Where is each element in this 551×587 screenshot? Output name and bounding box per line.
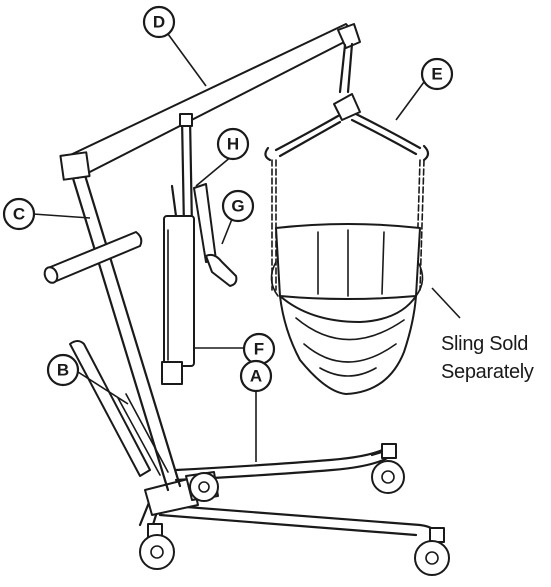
callout-f: F (242, 332, 276, 366)
hydraulic-pump (161, 113, 195, 385)
note-line-1: Sling Sold (441, 333, 529, 355)
leader-lines (32, 33, 461, 462)
sling-sold-separately-note: Sling Sold Separately (441, 330, 534, 386)
callout-g: G (221, 189, 255, 223)
sling-fabric (270, 223, 424, 395)
leader-d (167, 33, 207, 87)
leader-c (32, 213, 91, 219)
callout-c: C (2, 197, 36, 231)
callout-c-letter: C (13, 205, 25, 224)
callout-g-letter: G (231, 197, 244, 216)
base-adjust-handle (69, 340, 169, 477)
caster-front-right (371, 443, 405, 494)
leader-b (77, 371, 129, 405)
pump-handle (193, 183, 238, 287)
caster-rear-right (414, 527, 450, 576)
mast (43, 170, 182, 492)
leader-sling-note (431, 287, 461, 319)
leader-e (395, 81, 425, 121)
callout-d-letter: D (153, 13, 165, 32)
callout-b-letter: B (57, 361, 69, 380)
caster-front-left (139, 523, 175, 570)
sling-hanger (264, 93, 430, 162)
callout-f-letter: F (254, 340, 264, 359)
leader-h (195, 155, 233, 187)
boom (59, 23, 361, 181)
callout-e: E (420, 57, 454, 91)
caster-rear-left (189, 472, 219, 502)
callout-e-letter: E (431, 65, 442, 84)
note-line-2: Separately (441, 361, 534, 383)
callout-a-letter: A (250, 367, 262, 386)
caster-wheels (139, 443, 450, 576)
callout-h: H (216, 127, 250, 161)
callout-h-letter: H (227, 135, 239, 154)
callout-a: A (239, 359, 273, 393)
callout-b: B (46, 353, 80, 387)
callout-d: D (142, 5, 176, 39)
